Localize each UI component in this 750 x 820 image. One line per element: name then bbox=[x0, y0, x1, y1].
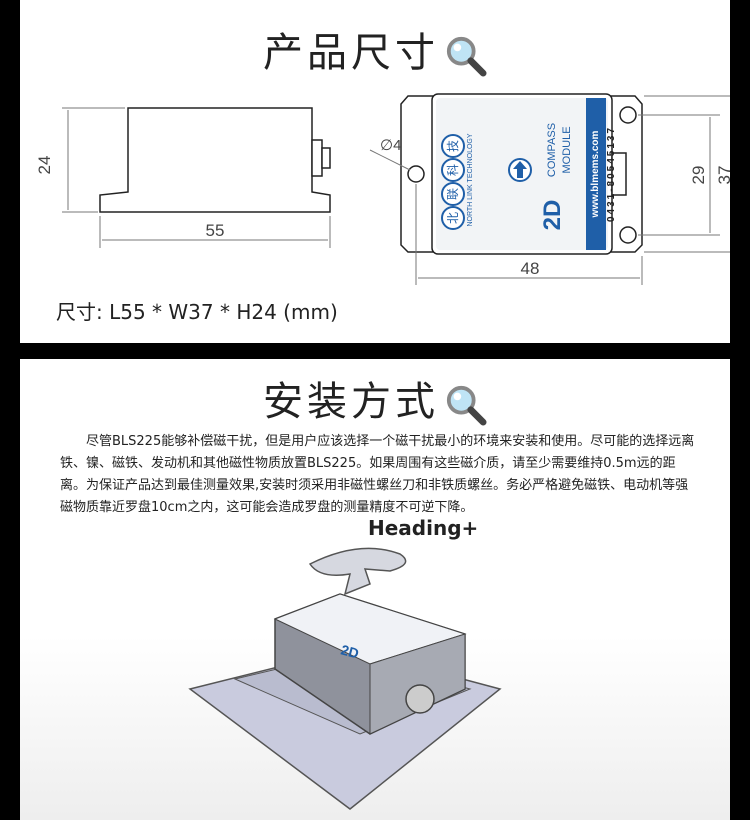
brand-char: 北 bbox=[446, 212, 460, 224]
installation-panel: 安装方式 尽管BLS225能够补偿磁干扰，但是用户应该选择一个磁干扰最小的环境来… bbox=[20, 359, 730, 820]
label-url: www.blmems.com bbox=[590, 130, 601, 218]
label-module: MODULE bbox=[561, 126, 573, 173]
dim-37: 37 bbox=[715, 166, 730, 185]
rotation-arrow-icon bbox=[308, 547, 407, 596]
brand-char: 科 bbox=[446, 164, 460, 176]
dim-width: 55 bbox=[206, 221, 225, 240]
installation-paragraph: 尽管BLS225能够补偿磁干扰，但是用户应该选择一个磁干扰最小的环境来安装和使用… bbox=[60, 434, 695, 515]
dim-29: 29 bbox=[689, 166, 708, 185]
brand-char: 技 bbox=[446, 140, 460, 152]
magnifier-icon bbox=[445, 384, 487, 426]
label-phone: 0431-80545137 bbox=[606, 126, 617, 222]
label-2d: 2D bbox=[539, 200, 566, 231]
dim-length: 48 bbox=[521, 259, 540, 278]
label-compass: COMPASS bbox=[546, 123, 558, 177]
svg-text:2D: 2D bbox=[339, 641, 360, 661]
installation-title: 安装方式 bbox=[263, 379, 439, 425]
section-title: 产品尺寸 bbox=[20, 20, 730, 78]
size-spec: 尺寸: L55 * W37 * H24 (mm) bbox=[56, 300, 338, 324]
side-view-drawing: 24 55 www.blmems.com 0431-80545137 北 联 科… bbox=[35, 93, 730, 285]
installation-illustration: 2D bbox=[188, 547, 502, 810]
magnifier-icon bbox=[445, 35, 487, 77]
brand-en: NORTH LINK TECHNOLOGY bbox=[467, 133, 474, 226]
dimensions-panel: 产品尺寸 24 55 www.blmems.com 0431-80545137 … bbox=[20, 0, 730, 343]
heading-label: Heading+ bbox=[368, 516, 479, 540]
brand-char: 联 bbox=[446, 188, 460, 200]
dim-hole: ∅4 bbox=[380, 137, 401, 154]
dim-height: 24 bbox=[35, 156, 54, 175]
section-title: 安装方式 bbox=[20, 369, 730, 427]
dimensions-title: 产品尺寸 bbox=[263, 30, 439, 76]
